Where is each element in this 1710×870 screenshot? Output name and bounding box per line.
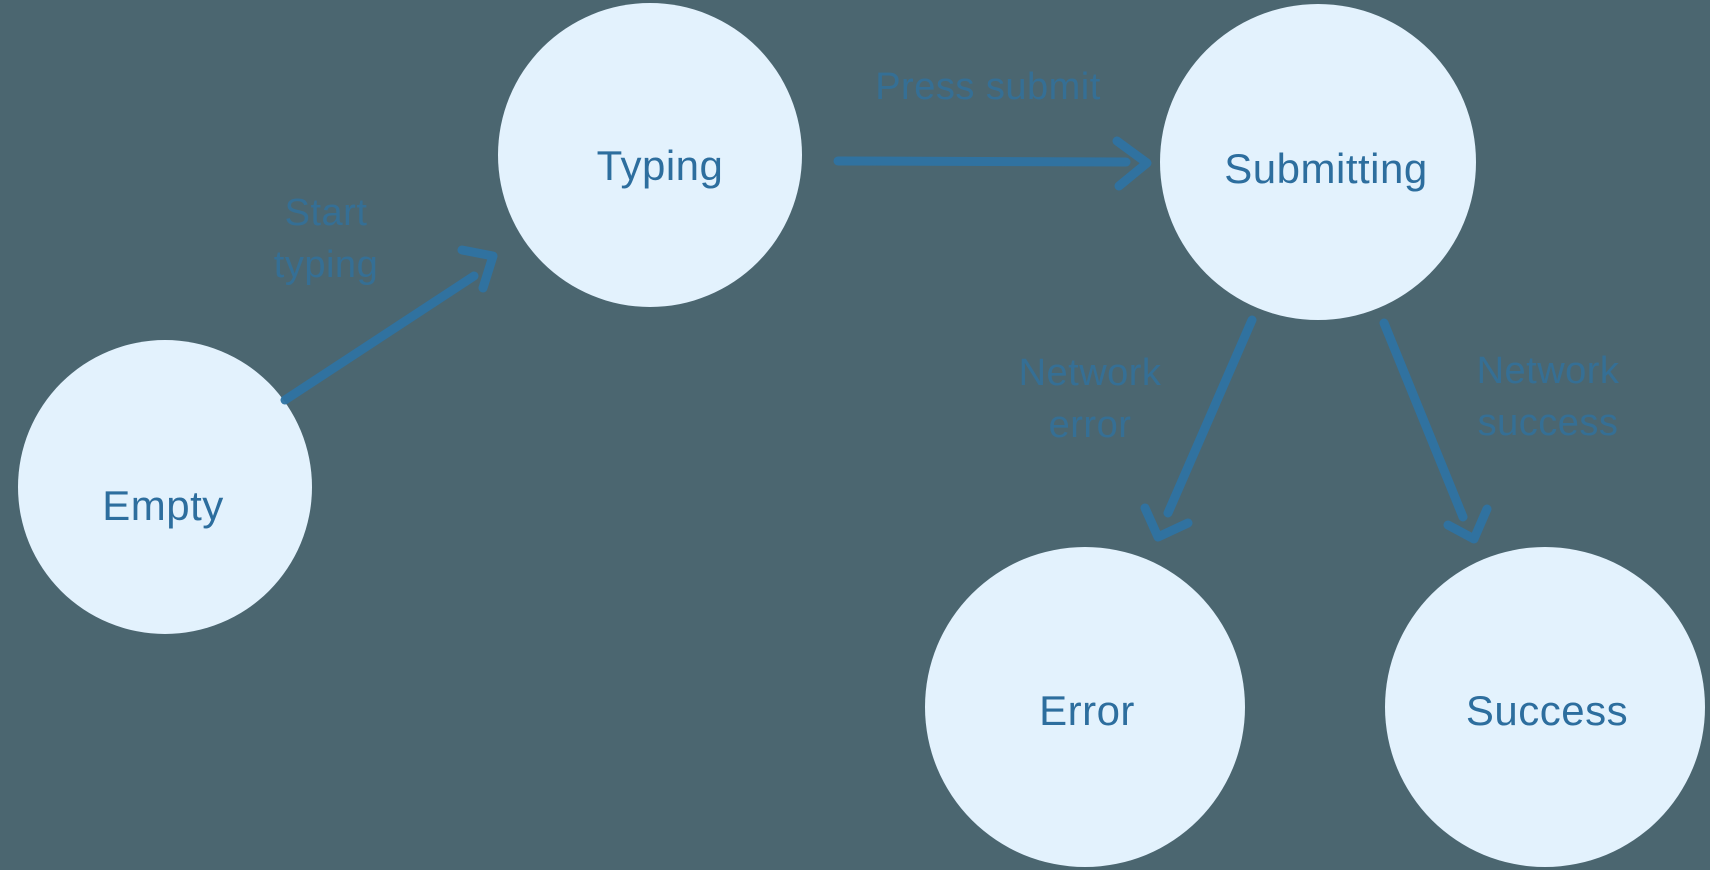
transition-label-line: typing [273,244,379,286]
state-label-success: Success [1465,687,1629,734]
transition-label-line: Press submit [875,66,1101,108]
transition-label-network-success: Network success [1477,345,1620,449]
arrowhead-icon [457,245,498,293]
transition-label-line: Network [1476,350,1620,392]
state-label-error: Error [1039,687,1135,734]
state-node-error [925,547,1245,867]
arrow-shaft [833,156,1131,167]
state-label-submitting: Submitting [1224,145,1428,192]
state-node-success [1385,547,1705,867]
arrow-shaft [1379,318,1468,522]
state-node-empty [18,340,312,634]
arrow-typing-to-submitting [833,136,1152,191]
transition-label-network-error: Network error [1019,347,1162,451]
transition-label-line: success [1477,402,1619,444]
arrow-submitting-to-success [1379,318,1492,544]
transition-label-line: Network [1018,352,1162,394]
arrow-submitting-to-error [1140,315,1257,542]
arrowhead-icon [1140,503,1193,542]
arrowhead-icon [1443,504,1492,544]
state-label-empty: Empty [102,482,224,529]
arrow-empty-to-typing [280,245,498,405]
state-label-typing: Typing [596,142,724,189]
state-node-typing [498,3,802,307]
transition-label-press-submit: Press submit [875,61,1101,113]
state-node-submitting [1160,4,1476,320]
transition-label-line: error [1048,404,1132,446]
arrow-shaft [1163,315,1257,518]
transition-label-start-typing: Start typing [274,187,378,291]
transition-label-line: Start [284,192,368,234]
arrow-shaft [280,271,479,405]
arrowhead-icon [1112,136,1152,191]
